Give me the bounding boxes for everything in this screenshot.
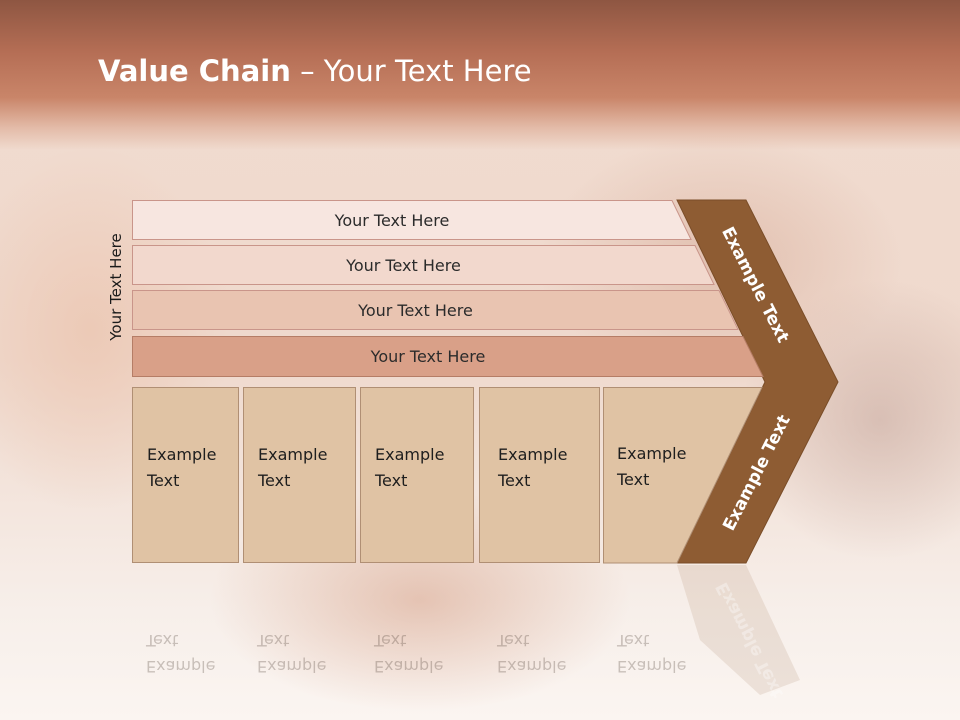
row-4-label: Your Text Here (370, 346, 486, 366)
column-5-shape (603, 387, 763, 564)
row-3: Your Text Here (132, 290, 739, 330)
chevron-shape (676, 199, 839, 564)
row-2-label: Your Text Here (346, 255, 461, 275)
title-bold: Value Chain (98, 54, 291, 88)
title-rest: – Your Text Here (290, 54, 532, 88)
row-4-shape (132, 336, 764, 377)
row-1-label: Your Text Here (334, 210, 450, 230)
row-1-shape (132, 200, 692, 240)
row-1: Your Text Here (132, 200, 692, 240)
slide-title: Value Chain – Your Text Here (98, 54, 532, 88)
row-3-shape (132, 290, 739, 330)
title-bar (0, 0, 960, 150)
row-2: Your Text Here (132, 245, 715, 285)
row-3-label: Your Text Here (358, 300, 473, 320)
chevron-reflection (677, 565, 800, 695)
row-4: Your Text Here (132, 336, 764, 377)
column-5 (603, 387, 763, 564)
row-2-shape (132, 245, 715, 285)
